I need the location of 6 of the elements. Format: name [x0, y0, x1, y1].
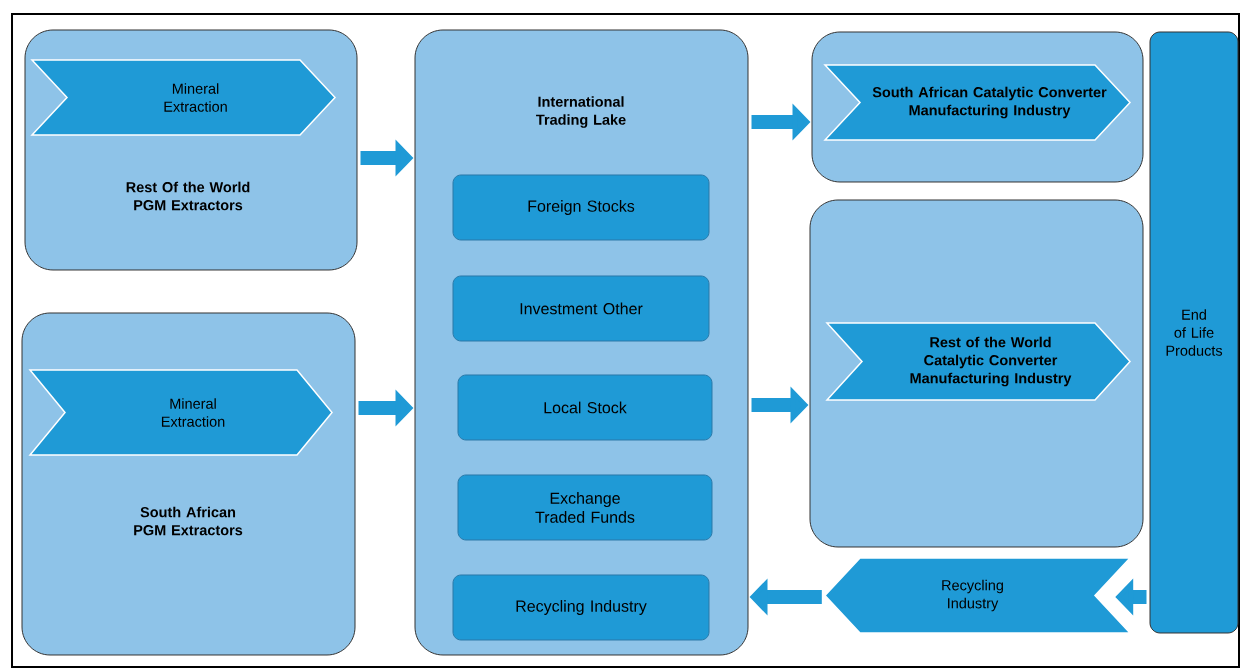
- item-box: Foreign Stocks: [452, 174, 710, 241]
- item-box: Exchange Traded Funds: [457, 474, 713, 541]
- item-box: Local Stock: [457, 374, 713, 441]
- stage-bar: End of Life Products: [1149, 31, 1239, 634]
- item-box: Investment Other: [452, 275, 710, 342]
- item-box: Recycling Industry: [452, 574, 710, 641]
